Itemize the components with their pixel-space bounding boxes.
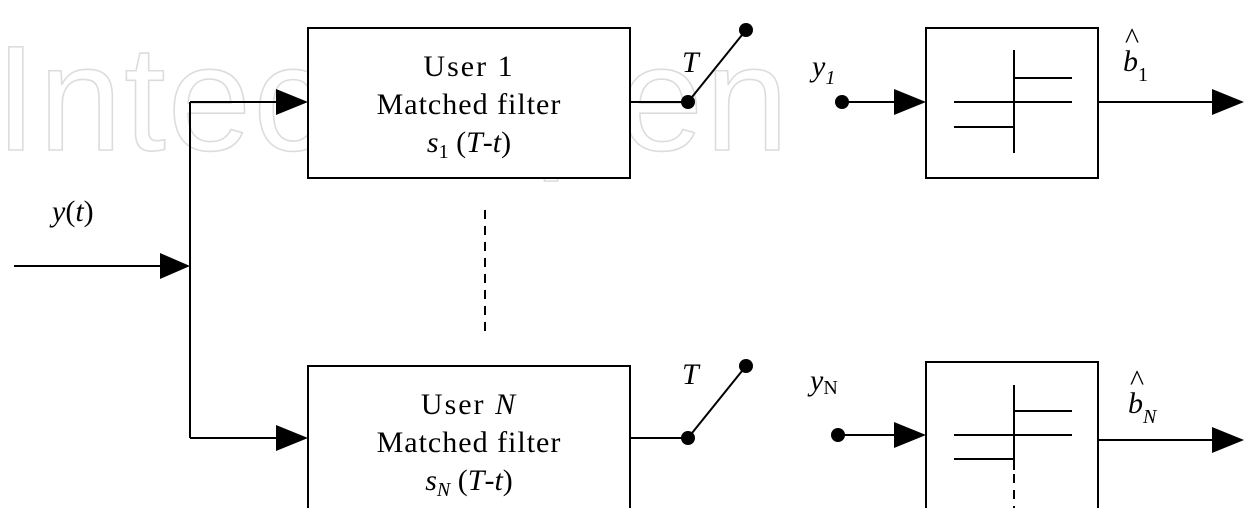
- bottom-sample-arrowhead: [894, 422, 926, 448]
- bottom-output-hat: ^: [1130, 364, 1144, 397]
- top-switch-lever: [687, 29, 747, 103]
- top-sample-label: y1: [809, 50, 835, 89]
- bottom-switch-contact: [739, 359, 753, 373]
- bottom-matched-filter-block: [307, 365, 631, 508]
- top-filter-user-label: User 1: [423, 50, 514, 83]
- top-sampling-period-label: T: [682, 46, 701, 79]
- bottom-filter-user-label: User N: [421, 388, 517, 421]
- top-switch-contact: [739, 23, 753, 37]
- top-matched-filter-block: [307, 27, 631, 179]
- bottom-filter-impulse-response: sN (T-t): [425, 464, 513, 501]
- top-output-arrowhead: [1212, 89, 1244, 115]
- input-signal-label: y(t): [49, 195, 94, 228]
- top-filter-title: Matched filter: [377, 88, 562, 121]
- bottom-switch-lever: [687, 365, 747, 439]
- top-filter-impulse-response: s1 (T-t): [427, 126, 511, 163]
- bottom-sampling-period-label: T: [682, 358, 701, 391]
- bottom-output-arrowhead: [1212, 427, 1244, 453]
- input-arrowhead: [160, 253, 190, 279]
- top-output-hat: ^: [1125, 22, 1139, 55]
- bottom-output-label: bN: [1128, 387, 1158, 428]
- bottom-filter-title: Matched filter: [377, 426, 562, 459]
- top-sample-arrowhead: [894, 89, 926, 115]
- top-output-label: b1: [1123, 45, 1148, 86]
- bottom-branch-arrowhead: [276, 425, 308, 451]
- top-branch-arrowhead: [276, 89, 308, 115]
- bottom-sample-label: yN: [807, 364, 838, 399]
